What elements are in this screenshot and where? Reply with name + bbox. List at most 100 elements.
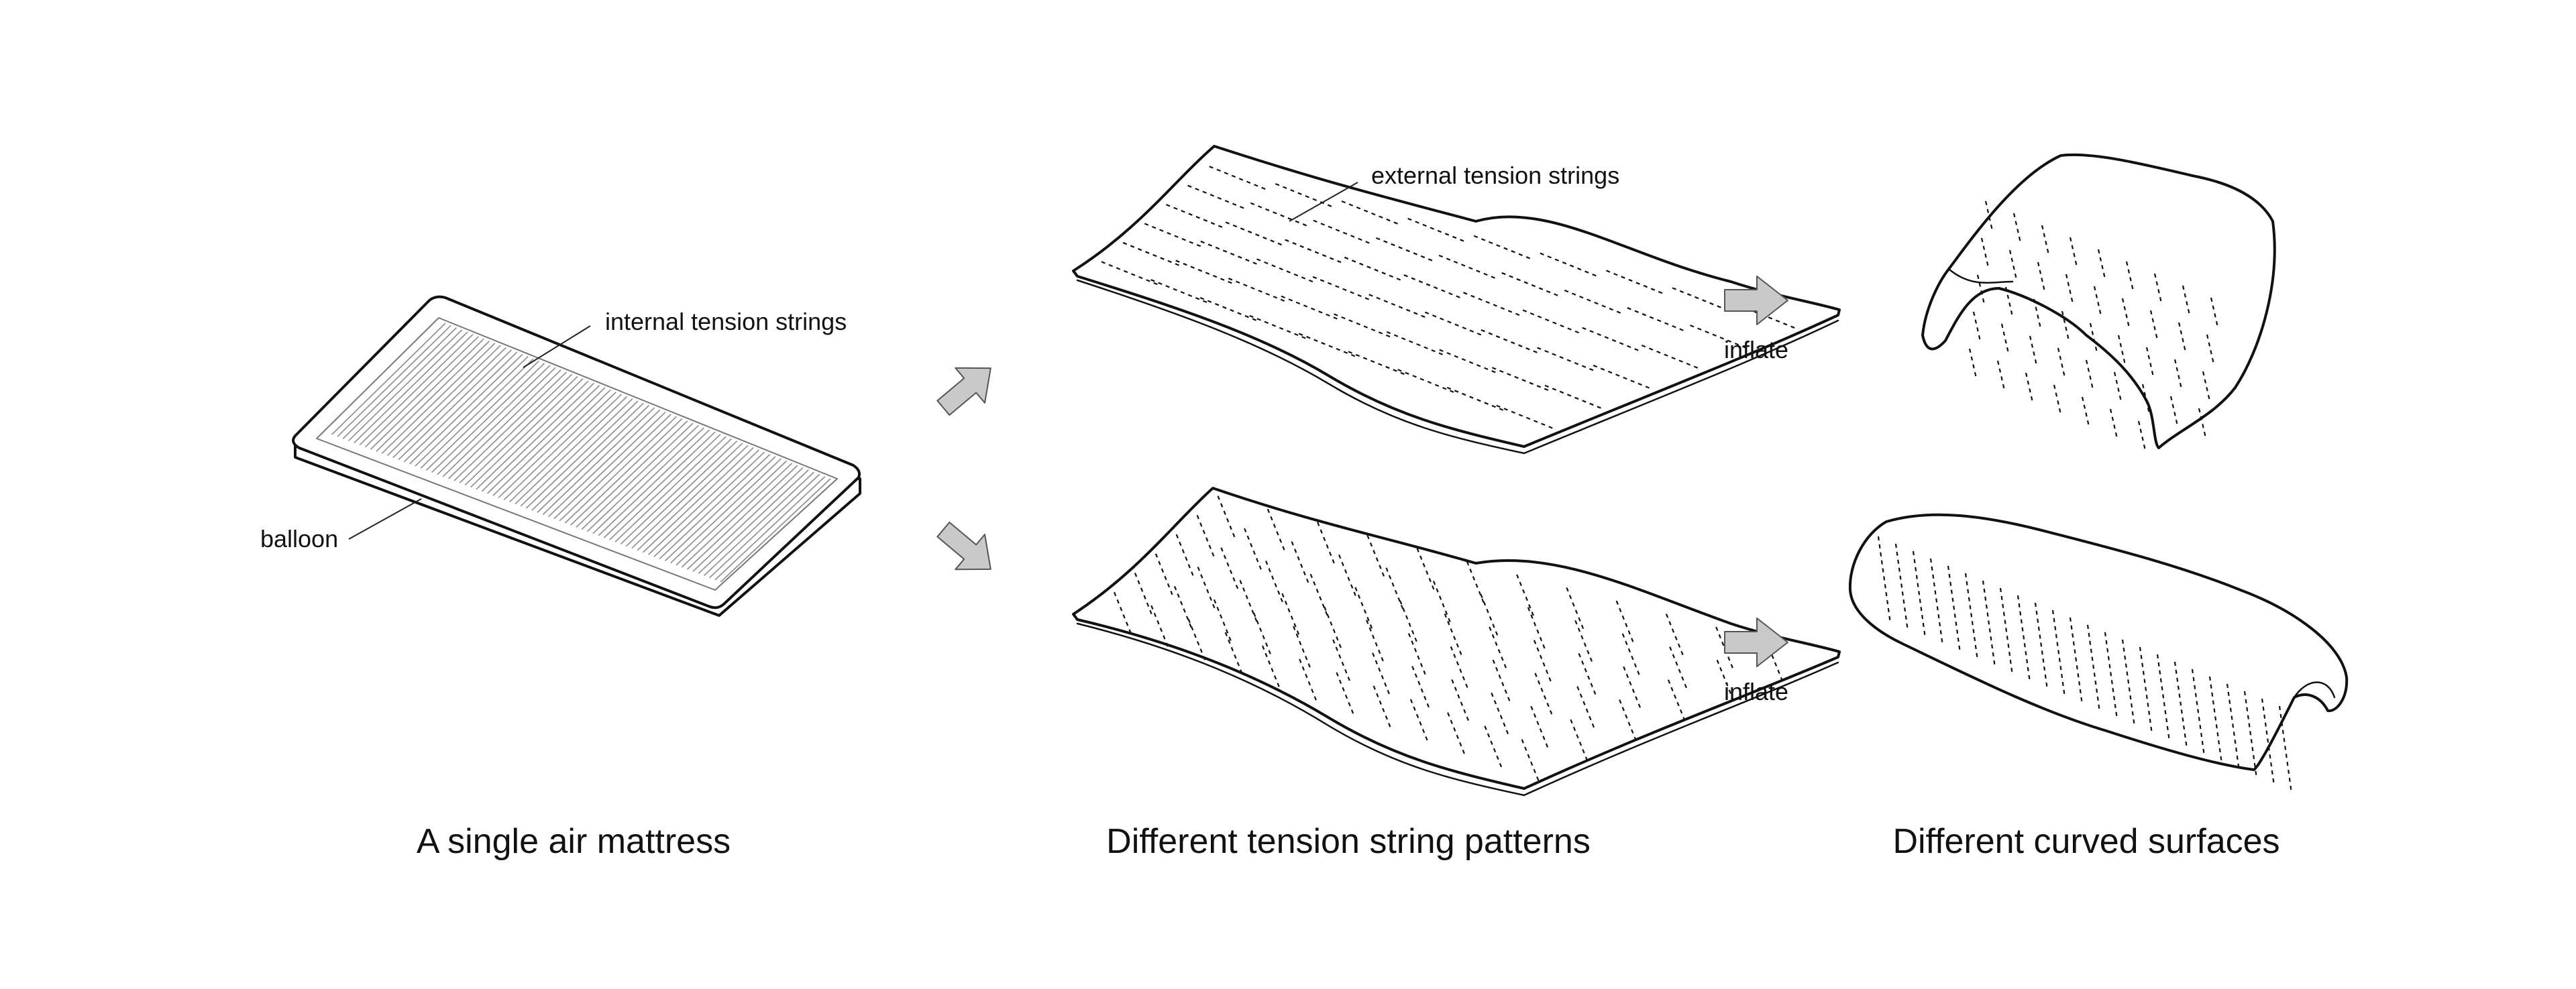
arch-string [2153, 273, 2163, 304]
tension-string [1446, 386, 1504, 411]
tube-string [1877, 536, 1892, 624]
arch-string [2109, 408, 2118, 439]
internal-string [331, 323, 446, 435]
arch-string [2081, 396, 2090, 427]
internal-string [347, 329, 463, 442]
tension-string [1250, 202, 1307, 227]
arch-string [2145, 347, 2155, 377]
internal-string [386, 345, 501, 457]
tension-string [1256, 258, 1313, 283]
internal-string [354, 331, 468, 444]
internal-string [442, 367, 556, 477]
tube-string [1929, 558, 1944, 646]
internal-string [687, 465, 798, 570]
internal-string [476, 380, 589, 490]
external-tension-strings-top [1101, 166, 1795, 429]
tension-string [1313, 219, 1370, 244]
arch-string [2037, 261, 2046, 292]
tension-string [1368, 294, 1426, 318]
arch-string [2141, 384, 2151, 414]
arch-string [2000, 323, 2010, 354]
internal-string [642, 447, 754, 553]
arch-string [2206, 334, 2215, 365]
internal-string [448, 369, 561, 479]
internal-string [670, 458, 782, 564]
internal-string [620, 438, 732, 545]
tension-string [1344, 256, 1401, 281]
internal-string [425, 360, 539, 471]
tension-string [1522, 309, 1579, 334]
tension-string [1312, 276, 1369, 300]
internal-string [709, 473, 820, 579]
arch-string [2121, 298, 2131, 329]
internal-string [603, 431, 716, 538]
arch-string [1984, 200, 1994, 231]
internal-string [342, 327, 457, 439]
tube-string [1999, 587, 2014, 676]
tension-string [1481, 329, 1538, 353]
internal-string [509, 394, 622, 503]
arch-body [1921, 153, 2276, 449]
arch-string [2033, 298, 2042, 329]
internal-string [581, 422, 694, 530]
tube-string [2156, 654, 2171, 742]
tube-string [2174, 661, 2188, 750]
internal-string [592, 427, 704, 534]
tension-string [1187, 184, 1244, 209]
tube-strings [1877, 536, 2293, 794]
arch-string [2097, 249, 2106, 280]
internal-string [598, 429, 710, 536]
internal-string [564, 416, 677, 524]
arch-string [2012, 213, 2022, 243]
tube-string [2261, 698, 2275, 787]
internal-string [681, 463, 793, 568]
pattern-sheet-bottom [1072, 487, 1841, 797]
tube-string [2121, 639, 2136, 728]
tube-string [2208, 676, 2223, 764]
curved-surface-arch [1921, 153, 2276, 451]
air-mattress-illustration: internal tension strings balloon [260, 295, 861, 617]
tension-string [1175, 259, 1232, 284]
tension-string [1690, 325, 1747, 349]
arch-string [1972, 311, 1982, 342]
tube-body [1848, 513, 2349, 771]
tension-string [1641, 345, 1699, 369]
internal-string [703, 471, 814, 577]
internal-string [370, 338, 484, 450]
tension-string [1564, 289, 1621, 314]
tension-string [1209, 166, 1266, 190]
internal-string [525, 400, 639, 509]
tension-string [1386, 331, 1443, 355]
arch-strings [1968, 200, 2219, 451]
internal-string [614, 436, 727, 542]
tension-string [1606, 270, 1663, 294]
tension-string [1463, 292, 1520, 316]
tube-string [2051, 609, 2066, 698]
tension-string [1341, 200, 1398, 225]
arch-string [2029, 335, 2038, 366]
tension-string [1285, 239, 1342, 264]
tension-string [1200, 240, 1257, 265]
caption-curved-surfaces: Different curved surfaces [1892, 822, 2279, 861]
tension-string [1144, 223, 1201, 247]
tube-string [2191, 668, 2206, 757]
arch-string [2061, 310, 2070, 341]
tension-string [1439, 349, 1496, 373]
arch-inner-edge [1948, 268, 2014, 284]
internal-string [364, 336, 479, 448]
internal-string [659, 453, 771, 560]
tube-string [1964, 573, 1979, 661]
sheet-top-edge [1076, 279, 1839, 455]
arch-string [1996, 360, 2006, 391]
internal-string [415, 356, 529, 467]
tension-string [1473, 235, 1531, 259]
sheet-bottom-edge [1076, 622, 1839, 797]
internal-string [337, 325, 451, 437]
internal-string [515, 396, 628, 505]
caption-tension-string-patterns: Different tension string patterns [1106, 822, 1591, 861]
arch-string [2169, 396, 2179, 426]
arch-string [2025, 372, 2034, 403]
tension-string [1537, 347, 1594, 371]
tube-string [2278, 705, 2293, 794]
